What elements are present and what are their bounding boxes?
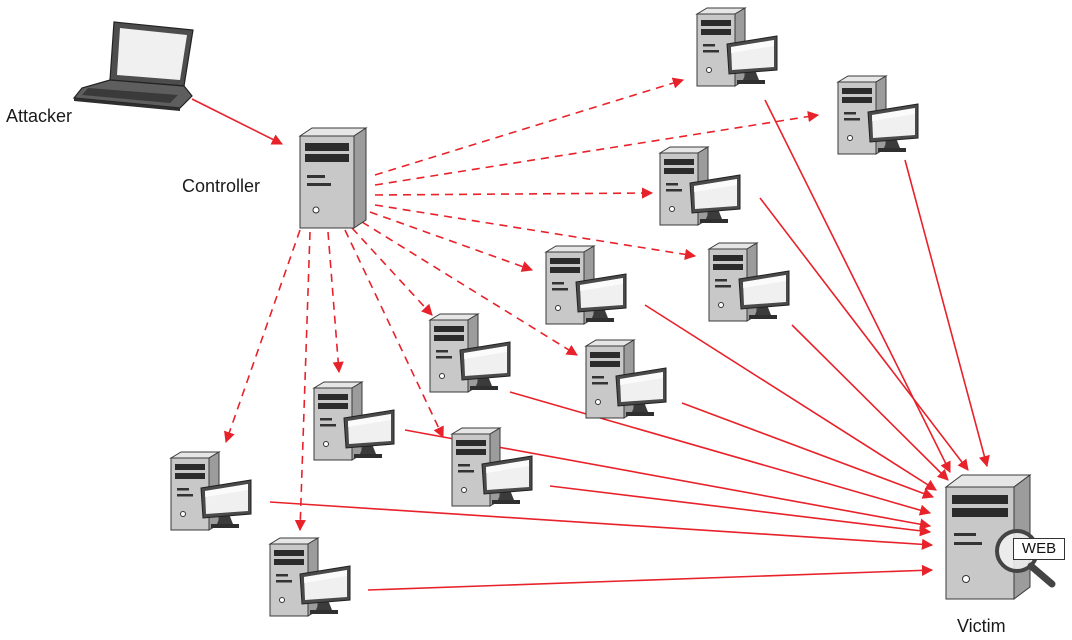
controller-server-icon xyxy=(299,127,367,229)
controller-command-arrows xyxy=(224,77,820,532)
attacker-label: Attacker xyxy=(6,106,73,126)
bot-computer-icon xyxy=(708,242,790,322)
bot-computer-icon xyxy=(837,75,919,155)
bot-computer-icon xyxy=(545,245,627,325)
web-tag: WEB xyxy=(1013,538,1065,560)
bot-computer-icon xyxy=(659,146,741,226)
bot-computer-icon xyxy=(696,7,778,87)
attacker-laptop-icon xyxy=(72,21,194,111)
victim-label: Victim xyxy=(957,616,1006,636)
controller-label: Controller xyxy=(182,176,261,196)
bot-computer-icon xyxy=(313,381,395,461)
bot-computer-icon xyxy=(451,427,533,507)
attacker-to-controller-arrow xyxy=(191,98,284,145)
attack-arrows xyxy=(269,99,990,591)
bot-computer-icon xyxy=(429,313,511,393)
bot-computer-icon xyxy=(269,537,351,617)
bot-computer-icon xyxy=(585,339,667,419)
bot-computer-icon xyxy=(170,451,252,531)
